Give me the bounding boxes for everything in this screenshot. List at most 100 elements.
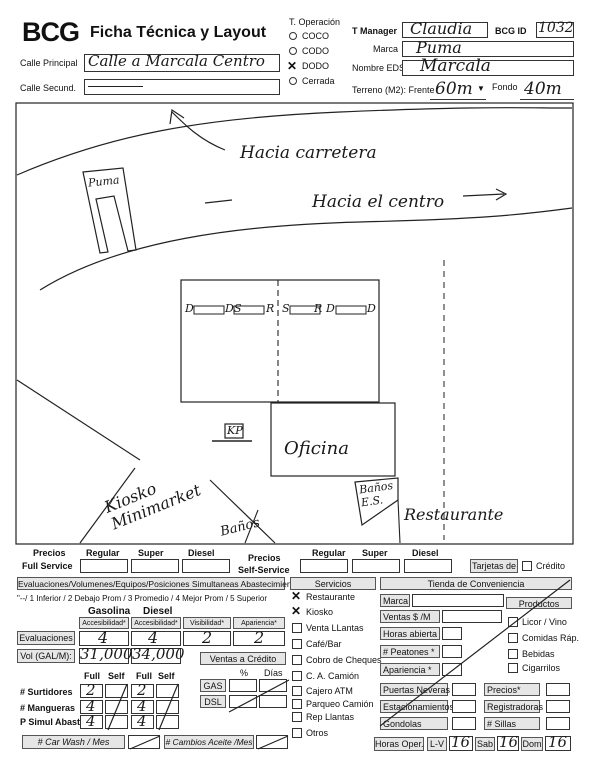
t-manager-field[interactable]: [402, 22, 488, 38]
sillas-input[interactable]: [546, 717, 570, 730]
full-super-label: Super: [138, 548, 164, 558]
vol-diesel-input[interactable]: [131, 648, 181, 664]
self-label-1: Self: [108, 671, 125, 681]
cigarrillos-check[interactable]: [508, 663, 518, 673]
lv-input[interactable]: [449, 736, 473, 751]
simul-self-dsl[interactable]: [156, 715, 179, 729]
eval-input-1[interactable]: [79, 631, 129, 646]
servicio-parqueo-check[interactable]: [292, 699, 302, 709]
self-super-input[interactable]: [352, 559, 400, 573]
servicio-cheques-check[interactable]: [292, 655, 302, 665]
full-super-input[interactable]: [131, 559, 179, 573]
ventas-credito-header: Ventas a Crédito: [200, 652, 286, 665]
radio-cerrada[interactable]: [289, 77, 297, 85]
peatones-input[interactable]: [442, 645, 462, 658]
self-regular-input[interactable]: [300, 559, 348, 573]
puma-sign-post: [82, 167, 137, 254]
radio-coco[interactable]: [289, 32, 297, 40]
servicio-venta-llantas-check[interactable]: [292, 623, 302, 633]
self-diesel-input[interactable]: [404, 559, 452, 573]
gasolina-label: Gasolina: [88, 606, 131, 617]
servicio-rep-llantas-check[interactable]: [292, 712, 302, 722]
dispenser-right-1: S: [282, 302, 290, 315]
servicio-otros-check[interactable]: [292, 728, 302, 738]
calle-secund-field[interactable]: [84, 79, 280, 95]
gondolas-input[interactable]: [452, 717, 476, 730]
arrow-centro-head: [495, 188, 508, 201]
mangueras-full-dsl[interactable]: [131, 700, 154, 714]
ventas-m-input[interactable]: [442, 610, 502, 623]
tienda-marca-input[interactable]: [412, 594, 504, 607]
bcg-id-value: 1032: [538, 20, 574, 36]
bcg-id-field[interactable]: [536, 22, 574, 38]
puertas-neveras-input[interactable]: [452, 683, 476, 696]
ventas-gas-pct[interactable]: [229, 679, 257, 692]
full-diesel-input[interactable]: [182, 559, 230, 573]
dom-input[interactable]: [545, 736, 571, 751]
bebidas-check[interactable]: [508, 649, 518, 659]
radio-codo[interactable]: [289, 47, 297, 55]
col-accesibilidad-gas: Accesibilidad*: [79, 617, 129, 629]
sab-value: 16: [499, 733, 519, 751]
precios-full-label-1: Precios: [33, 548, 66, 558]
horas-abierta-input[interactable]: [442, 627, 462, 640]
bcg-logo: BCG: [22, 17, 80, 47]
label-restaurante: Restaurante: [404, 505, 504, 524]
col-accesibilidad-dsl: Accesibilidad*: [131, 617, 181, 629]
vol-gasolina-input[interactable]: [79, 648, 129, 664]
sab-input[interactable]: [497, 736, 519, 751]
form-title: Ficha Técnica y Layout: [90, 24, 267, 41]
fondo-underline: [520, 99, 574, 100]
car-wash-input[interactable]: [128, 735, 160, 749]
frente-underline: [430, 99, 486, 100]
registradoras-input[interactable]: [546, 700, 570, 713]
licor-check[interactable]: [508, 617, 518, 627]
servicio-parqueo: Parqueo Camión: [306, 699, 374, 709]
eval-value-3: 2: [202, 628, 213, 647]
surtidores-full-dsl[interactable]: [131, 684, 154, 698]
pump-island-right-2: [335, 305, 367, 315]
mangueras-self-gas[interactable]: [105, 700, 128, 714]
precios-tienda-input[interactable]: [546, 683, 570, 696]
ventas-dsl-pct[interactable]: [229, 695, 257, 708]
marca-label: Marca: [373, 44, 399, 54]
sillas-label: # Sillas: [484, 717, 540, 730]
calle-principal-field[interactable]: [84, 54, 280, 72]
estacionamientos-input[interactable]: [452, 700, 476, 713]
arrow-carretera-head: [169, 108, 185, 125]
dispenser-right-4: D: [367, 302, 376, 315]
eval-input-2[interactable]: [131, 631, 181, 646]
ventas-dsl-dias[interactable]: [259, 695, 287, 708]
full-regular-input[interactable]: [80, 559, 128, 573]
servicio-cafe-check[interactable]: [292, 639, 302, 649]
nombre-eds-field[interactable]: [402, 60, 574, 76]
simul-full-gas[interactable]: [80, 715, 103, 729]
cambios-aceite-input[interactable]: [256, 735, 288, 749]
mangueras-self-dsl[interactable]: [156, 700, 179, 714]
servicio-restaurante-check[interactable]: ✕: [291, 589, 302, 603]
eval-value-1: 4: [98, 628, 109, 647]
mangueras-full-gas[interactable]: [80, 700, 103, 714]
self-diesel-label: Diesel: [412, 548, 439, 558]
frente-dropdown-icon[interactable]: ▼: [477, 84, 485, 93]
servicio-rep-llantas: Rep Llantas: [306, 712, 355, 722]
radio-dodo-checked[interactable]: ✕: [287, 59, 298, 73]
simul-self-gas[interactable]: [105, 715, 128, 729]
marca-field[interactable]: [402, 41, 574, 57]
t-manager-value: Claudia: [410, 19, 473, 38]
servicio-cheques: Cobro de Cheques: [306, 655, 382, 665]
eval-input-3[interactable]: [183, 631, 231, 646]
kiosko-line-1: [79, 467, 136, 544]
servicio-atm-check[interactable]: [292, 686, 302, 696]
precios-self-label-2: Self-Service: [238, 565, 290, 575]
eval-input-4[interactable]: [233, 631, 285, 646]
simul-full-dsl[interactable]: [131, 715, 154, 729]
servicio-camion-check[interactable]: [292, 671, 302, 681]
ventas-gas-dias[interactable]: [259, 679, 287, 692]
nombre-eds-value: Marcala: [420, 56, 491, 76]
comidas-check[interactable]: [508, 633, 518, 643]
servicio-kiosko-check[interactable]: ✕: [291, 604, 302, 618]
surtidores-full-gas[interactable]: [80, 684, 103, 698]
credito-checkbox[interactable]: [522, 561, 532, 571]
tarjetas-de-button[interactable]: Tarjetas de: [470, 559, 518, 573]
